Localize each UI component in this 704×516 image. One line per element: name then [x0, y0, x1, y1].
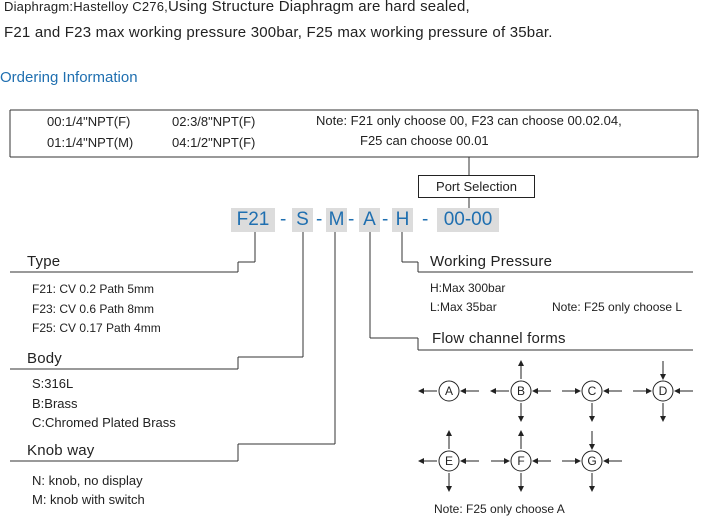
code-knob: M	[326, 208, 347, 232]
code-dash: -	[348, 209, 355, 230]
pressure-item: H:Max 300bar	[430, 281, 506, 295]
flow-symbol-label: C	[588, 384, 597, 398]
flow-symbol-d	[652, 380, 674, 402]
body-item: C:Chromed Plated Brass	[32, 415, 176, 430]
body-item: S:316L	[32, 376, 74, 391]
flow-symbol-label: F	[517, 454, 524, 468]
port-option-00: 00:1/4"NPT(F)	[47, 114, 131, 129]
port-option-02: 02:3/8"NPT(F)	[172, 114, 256, 129]
code-dash: -	[382, 209, 389, 230]
flow-note: Note: F25 only choose A	[434, 502, 565, 516]
intro-line-1: Diaphragm:Hastelloy C276,Using Structure…	[4, 0, 470, 15]
flow-symbol-b	[510, 380, 532, 402]
body-heading: Body	[27, 350, 62, 367]
flow-symbol-label: B	[517, 384, 525, 398]
type-item: F25: CV 0.17 Path 4mm	[32, 321, 161, 335]
flow-symbol-f	[510, 450, 532, 472]
flow-heading: Flow channel forms	[432, 330, 566, 347]
port-option-01: 01:1/4"NPT(M)	[47, 135, 134, 150]
code-body: S	[292, 208, 313, 232]
code-pressure: H	[392, 208, 413, 232]
flow-symbol-label: A	[445, 384, 453, 398]
port-note-line-2: F25 can choose 00.01	[360, 133, 489, 148]
pressure-item: L:Max 35bar	[430, 300, 497, 314]
pressure-note: Note: F25 only choose L	[552, 300, 683, 314]
flow-symbol-c	[581, 380, 603, 402]
section-title: Ordering Information	[0, 69, 138, 86]
intro-line-2: F21 and F23 max working pressure 300bar,…	[4, 24, 553, 41]
knob-item: M: knob with switch	[32, 492, 145, 507]
port-option-04: 04:1/2"NPT(F)	[172, 135, 256, 150]
code-dash: -	[280, 209, 287, 230]
flow-symbol-label: E	[445, 454, 453, 468]
code-dash: -	[422, 209, 429, 230]
type-heading: Type	[27, 253, 61, 270]
type-item: F21: CV 0.2 Path 5mm	[32, 282, 155, 296]
code-flow: A	[359, 208, 380, 232]
knob-item: N: knob, no display	[32, 473, 143, 488]
type-item: F23: CV 0.6 Path 8mm	[32, 302, 155, 316]
code-type: F21	[231, 208, 275, 232]
flow-symbol-e	[438, 450, 460, 472]
flow-symbol-label: G	[587, 454, 596, 468]
port-note-line-1: Note: F21 only choose 00, F23 can choose…	[316, 113, 622, 128]
flow-symbol-g	[581, 450, 603, 472]
knob-heading: Knob way	[27, 442, 95, 459]
code-port: 00-00	[437, 208, 499, 232]
port-selection-label: Port Selection	[418, 175, 535, 198]
body-item: B:Brass	[32, 396, 78, 411]
flow-symbol-label: D	[659, 384, 668, 398]
pressure-heading: Working Pressure	[430, 253, 553, 270]
code-dash: -	[316, 209, 323, 230]
flow-symbol-a	[438, 380, 460, 402]
